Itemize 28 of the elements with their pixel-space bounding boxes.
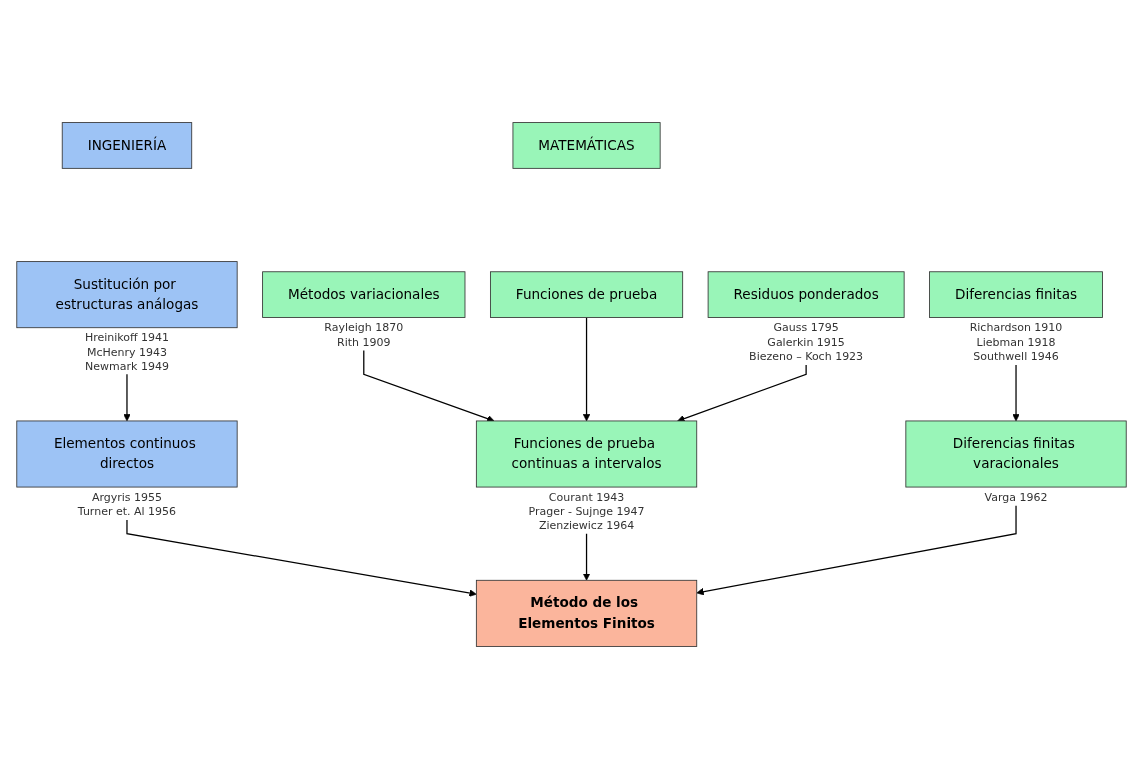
process-box: Elementos continuos directos bbox=[16, 420, 238, 488]
author-year-note: Galerkin 1915 bbox=[767, 335, 845, 349]
process-box: Funciones de prueba bbox=[490, 271, 684, 318]
author-year-note: Prager - Sujnge 1947 bbox=[528, 505, 645, 519]
author-year-note: Turner et. Al 1956 bbox=[77, 505, 177, 519]
column-header: MATEMÁTICAS bbox=[512, 122, 661, 169]
author-year-note: Southwell 1946 bbox=[973, 349, 1059, 363]
author-year-note: Rayleigh 1870 bbox=[324, 321, 404, 335]
author-year-note: McHenry 1943 bbox=[86, 345, 167, 359]
process-box: Método de los Elementos Finitos bbox=[475, 579, 698, 647]
author-year-note: Biezeno – Koch 1923 bbox=[749, 349, 864, 363]
author-year-note: Zienziewicz 1964 bbox=[538, 519, 635, 533]
author-year-note: Newmark 1949 bbox=[85, 360, 169, 374]
author-year-note: Gauss 1795 bbox=[773, 321, 839, 335]
process-box: Métodos variacionales bbox=[262, 271, 466, 318]
author-year-note: Courant 1943 bbox=[548, 490, 625, 504]
process-box: Funciones de prueba continuas a intervalos bbox=[475, 420, 698, 488]
process-box: Diferencias finitas varacionales bbox=[905, 420, 1127, 488]
process-box: Diferencias finitas bbox=[929, 271, 1103, 318]
process-box: Residuos ponderados bbox=[707, 271, 905, 318]
author-year-note: Rith 1909 bbox=[337, 335, 391, 349]
process-box: Sustitución por estructuras análogas bbox=[16, 261, 238, 329]
author-year-note: Varga 1962 bbox=[984, 490, 1048, 504]
author-year-note: Hreinikoff 1941 bbox=[84, 331, 170, 345]
author-year-note: Richardson 1910 bbox=[969, 321, 1063, 335]
column-header: INGENIERÍA bbox=[61, 122, 193, 169]
author-year-note: Argyris 1955 bbox=[91, 490, 163, 504]
author-year-note: Liebman 1918 bbox=[976, 335, 1056, 349]
